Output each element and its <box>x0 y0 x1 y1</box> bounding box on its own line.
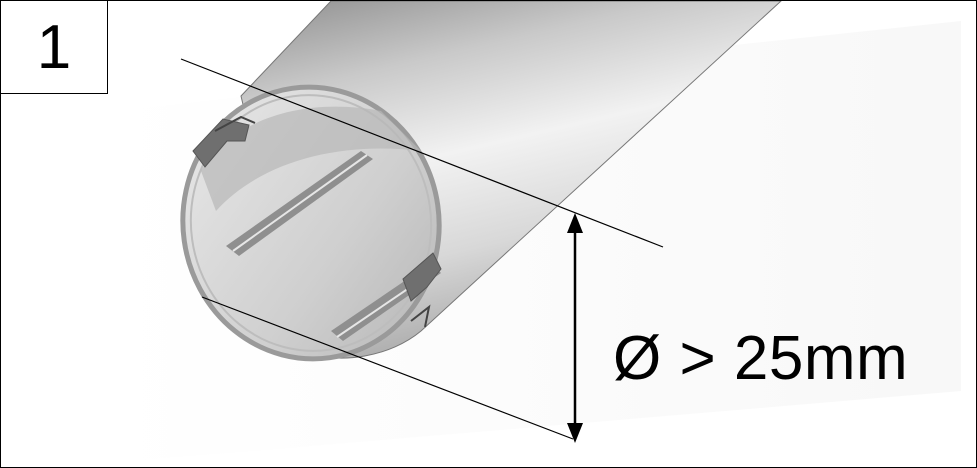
arrow-head-top <box>567 213 583 233</box>
tangent-line-bottom <box>201 296 574 440</box>
step-number: 1 <box>36 12 72 82</box>
arrow-head-bottom <box>567 423 583 443</box>
tangent-line-top <box>180 58 664 248</box>
diameter-label: Ø > 25mm <box>613 324 909 393</box>
slot-top-left <box>192 118 250 168</box>
step-number-box: 1 <box>1 1 108 94</box>
slot-right <box>402 252 442 302</box>
